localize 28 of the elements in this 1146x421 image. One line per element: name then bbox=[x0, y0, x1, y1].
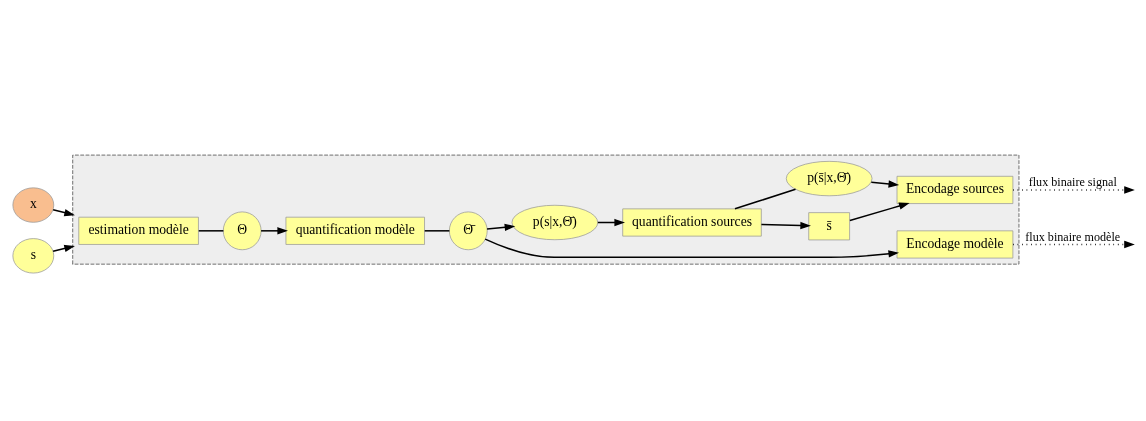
arrow bbox=[52, 244, 75, 252]
node-ellipse: p(s̄|x,Θ̄) bbox=[785, 160, 873, 196]
node-ellipse: x bbox=[12, 186, 55, 223]
cluster bbox=[72, 154, 1020, 265]
edge-label: flux binaire signal bbox=[1028, 174, 1117, 189]
arrow bbox=[1012, 240, 1135, 248]
node-box: Encodage modèle bbox=[896, 229, 1014, 258]
arrow bbox=[1012, 185, 1135, 194]
node-box: quantification sources bbox=[622, 208, 762, 236]
arrow bbox=[760, 221, 811, 229]
arrow bbox=[260, 226, 288, 235]
arrow bbox=[849, 201, 910, 221]
node-box: quantification modèle bbox=[285, 216, 425, 245]
node-ellipse: s bbox=[12, 237, 55, 273]
edge-label: flux binaire modèle bbox=[1025, 229, 1121, 244]
connector bbox=[734, 187, 797, 210]
node-circle: Θ bbox=[222, 211, 262, 250]
arrow bbox=[486, 223, 516, 231]
node-box: s̄ bbox=[808, 211, 850, 240]
node-box: estimation modèle bbox=[78, 216, 199, 245]
connector bbox=[423, 229, 451, 232]
arrow bbox=[52, 208, 75, 216]
arrow bbox=[870, 179, 900, 188]
arrow bbox=[484, 237, 900, 258]
connector bbox=[198, 229, 225, 232]
node-circle: Θ̄ bbox=[448, 211, 488, 250]
node-ellipse: p(s|x,Θ̄) bbox=[511, 204, 599, 240]
node-box: Encodage sources bbox=[896, 175, 1014, 204]
